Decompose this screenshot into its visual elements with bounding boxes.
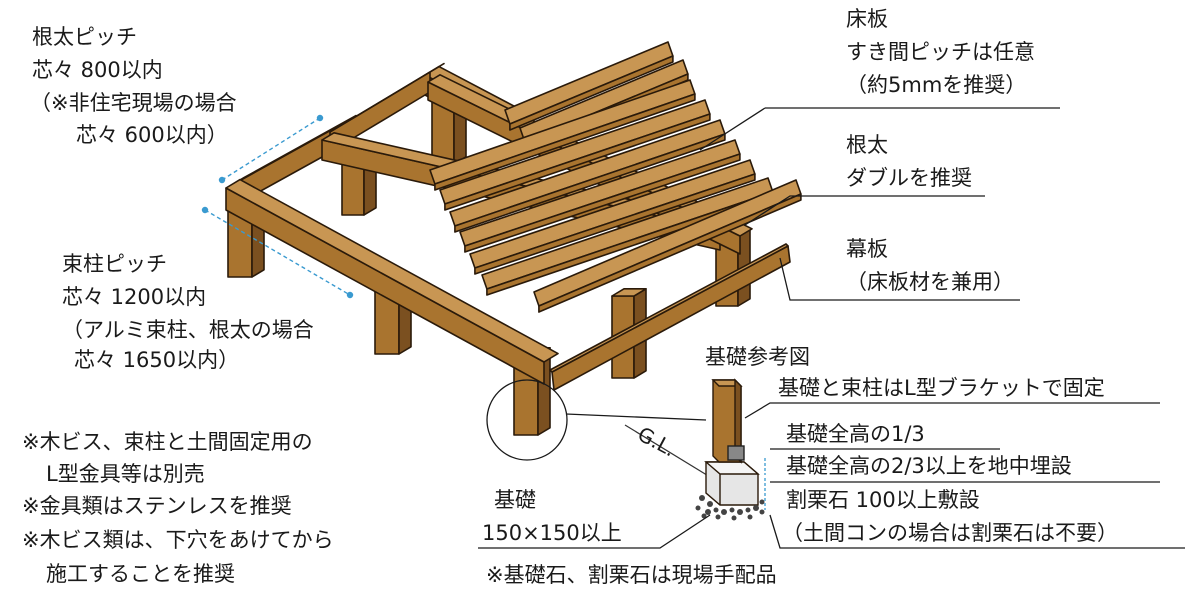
note-2: L型金具等は別売: [46, 462, 205, 486]
joist-pitch-note-1: （※非住宅現場の場合: [30, 91, 237, 115]
foundation-bracket-note: 基礎と束柱はL型ブラケットで固定: [778, 376, 1105, 400]
base-title: 基礎: [494, 488, 536, 512]
joist-pitch-title: 根太ピッチ: [32, 25, 137, 49]
post-right-2: [611, 287, 647, 297]
joist-top-left: [329, 62, 445, 133]
supply-note: ※基礎石、割栗石は現場手配品: [486, 563, 777, 587]
detail-zoom-circle: [486, 379, 568, 461]
note-4: ※木ビス類は、下穴をあけてから: [22, 528, 334, 552]
floor-board-9: [538, 193, 802, 313]
joist-recommend: ダブルを推奨: [846, 166, 972, 190]
gravel: [695, 495, 765, 521]
post-pitch-title: 束柱ピッチ: [62, 252, 167, 276]
note-5: 施工することを推奨: [46, 562, 235, 586]
joist-front: [225, 178, 559, 363]
base-size: 150×150以上: [482, 521, 622, 545]
fascia-note: （床板材を兼用）: [846, 270, 1014, 294]
floor-board-7: [474, 173, 756, 275]
floor-board-3: [434, 93, 696, 191]
floor-board-gap: すき間ピッチは任意: [846, 40, 1035, 64]
gravel-concrete-note: （土間コンの場合は割栗石は不要）: [782, 521, 1118, 545]
note-3: ※金具類はステンレスを推奨: [22, 494, 292, 518]
joist-pitch-spacing: 芯々 800以内: [32, 58, 163, 82]
joist-pitch-dimension: [218, 114, 324, 184]
fascia-board-top: [549, 243, 789, 373]
floor-board-5: [454, 133, 726, 233]
joist-title: 根太: [846, 133, 888, 157]
foundation-detail: [624, 378, 766, 521]
floor-board-6: [464, 153, 741, 253]
post-pitch-note-1: （アルミ束柱、根太の場合: [62, 318, 314, 342]
gravel-note: 割栗石 100以上敷設: [786, 488, 980, 512]
leader-lines: [478, 107, 1185, 549]
floor-board-recommend: （約5mmを推奨）: [846, 73, 1027, 97]
floor-board-4: [444, 113, 711, 211]
foundation-third-note: 基礎全高の1/3: [786, 422, 925, 446]
foundation-two-thirds-note: 基礎全高の2/3以上を地中埋設: [786, 454, 1072, 478]
note-1: ※木ビス、束柱と土間固定用の: [22, 430, 313, 454]
floor-board-title: 床板: [846, 7, 888, 31]
detail-connector: [565, 413, 707, 421]
deck-structure: [225, 41, 802, 436]
post-pitch-spacing: 芯々 1200以内: [62, 285, 207, 309]
post-pitch-dimension: [201, 206, 354, 299]
foundation-ref-title: 基礎参考図: [705, 345, 810, 369]
post-pitch-note-2: 芯々 1650以内）: [74, 348, 240, 372]
joist-pitch-note-2: 芯々 600以内）: [76, 123, 228, 147]
fascia-title: 幕板: [846, 237, 888, 261]
floor-board-1: [509, 55, 674, 131]
